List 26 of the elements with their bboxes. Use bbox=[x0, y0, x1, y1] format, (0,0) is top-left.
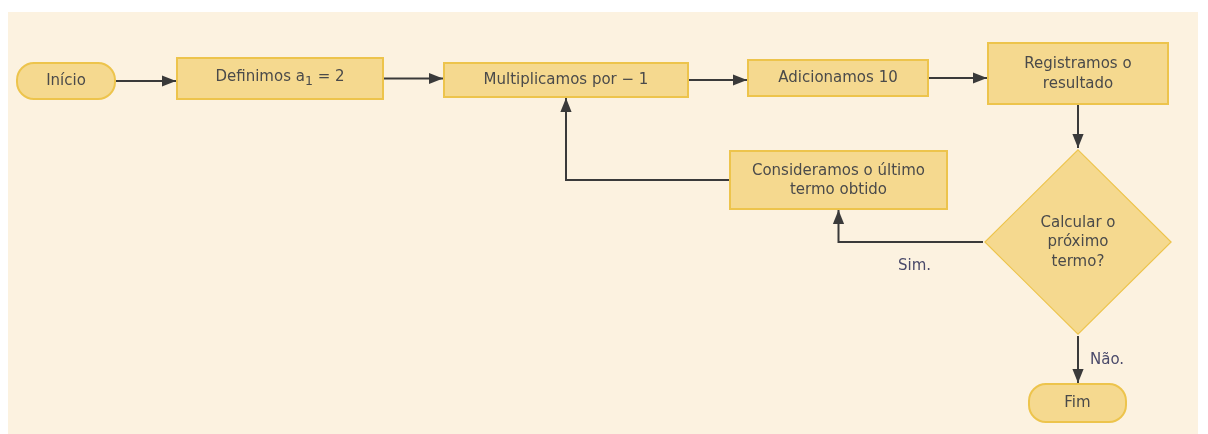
node-label: Calcular o próximo termo? bbox=[1039, 212, 1117, 272]
arrow bbox=[832, 209, 984, 243]
node-label: Adicionamos 10 bbox=[777, 68, 899, 88]
node-label: Consideramos o último termo obtido bbox=[750, 160, 927, 200]
terminal-shape bbox=[1028, 383, 1127, 423]
arrow bbox=[928, 72, 988, 84]
node-label: Fim bbox=[1063, 393, 1092, 413]
edge-label: Não. bbox=[1090, 350, 1125, 368]
arrow bbox=[383, 72, 444, 85]
arrow bbox=[560, 97, 730, 181]
arrow bbox=[1072, 104, 1084, 149]
arrow bbox=[1072, 335, 1084, 384]
node-label: Início bbox=[45, 71, 87, 91]
node-label: Multiplicamos por − 1 bbox=[482, 70, 650, 90]
process-box bbox=[987, 42, 1169, 105]
process-box bbox=[443, 62, 689, 98]
process-box bbox=[176, 57, 384, 100]
node-label: Registramos o resultado bbox=[1023, 54, 1133, 93]
decision-diamond bbox=[983, 148, 1173, 336]
process-box bbox=[729, 150, 948, 210]
process-box bbox=[747, 59, 929, 97]
arrow bbox=[688, 74, 748, 86]
terminal-shape bbox=[16, 62, 116, 100]
node-label: Definimos a$_{1}$ = 2 bbox=[214, 67, 346, 90]
arrow bbox=[115, 75, 177, 87]
edge-label: Sim. bbox=[898, 256, 932, 274]
